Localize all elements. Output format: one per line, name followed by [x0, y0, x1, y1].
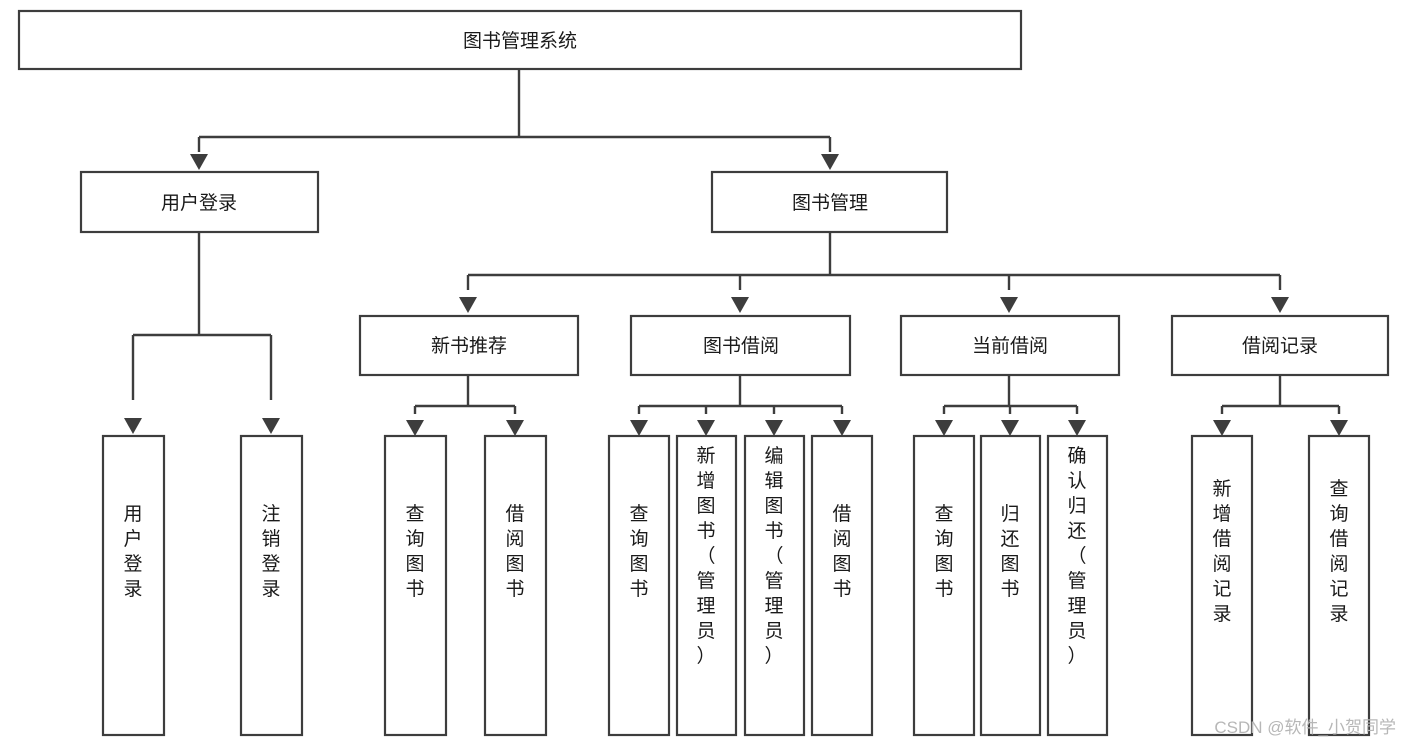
leaf-book-borrow-1-box[interactable]: [607, 434, 671, 737]
leaf-current-borrow-1[interactable]: 查询图书: [912, 434, 976, 737]
arrow-newbook-leaf-1: [406, 420, 424, 436]
leaf-current-borrow-3-box[interactable]: [1046, 434, 1109, 737]
arrow-root-to-user-login: [190, 154, 208, 170]
node-new-book-recommend-label: 新书推荐: [431, 335, 507, 357]
leaf-current-borrow-2-label: 归还图书: [1000, 503, 1019, 600]
arrow-record-leaf-2: [1330, 420, 1348, 436]
node-user-login[interactable]: 用户登录: [79, 170, 320, 234]
node-book-management-label: 图书管理: [792, 192, 868, 214]
leaf-book-borrow-1[interactable]: 查询图书: [607, 434, 671, 737]
node-book-management-box[interactable]: [710, 170, 949, 234]
arrow-root-to-book-mgmt: [821, 154, 839, 170]
leaf-user-login-1-box[interactable]: [101, 434, 166, 737]
leaf-user-login-2-label: 注销登录: [261, 503, 280, 600]
leaf-book-borrow-4[interactable]: 借阅图书: [810, 434, 874, 737]
leaf-current-borrow-2-box[interactable]: [979, 434, 1042, 737]
node-root-box[interactable]: [17, 9, 1023, 71]
node-root-label: 图书管理系统: [463, 30, 577, 52]
leaf-book-borrow-4-label: 借阅图书: [832, 503, 851, 600]
arrow-current-leaf-2: [1001, 420, 1019, 436]
arrow-current-leaf-3: [1068, 420, 1086, 436]
leaf-book-borrow-2-label: 新增图书（管理员）: [696, 445, 715, 667]
leaf-current-borrow-1-label: 查询图书: [934, 503, 953, 600]
node-new-book-recommend[interactable]: 新书推荐: [358, 314, 580, 377]
leaf-book-borrow-3-box[interactable]: [743, 434, 806, 737]
arrow-borrow-leaf-4: [833, 420, 851, 436]
leaf-current-borrow-3-label: 确认归还（管理员）: [1067, 445, 1086, 667]
arrow-bookmgmt-to-newbook: [459, 297, 477, 313]
leaf-new-book-2-label: 借阅图书: [505, 503, 524, 600]
leaf-borrow-record-1-box[interactable]: [1190, 434, 1254, 737]
leaf-current-borrow-2[interactable]: 归还图书: [979, 434, 1042, 737]
leaf-book-borrow-2[interactable]: 新增图书（管理员）: [675, 434, 738, 737]
leaf-book-borrow-3[interactable]: 编辑图书（管理员）: [743, 434, 806, 737]
node-borrow-record-label: 借阅记录: [1242, 335, 1318, 357]
node-root[interactable]: 图书管理系统: [17, 9, 1023, 71]
arrow-bookmgmt-to-borrow: [731, 297, 749, 313]
leaf-user-login-2[interactable]: 注销登录: [239, 434, 304, 737]
leaf-current-borrow-3[interactable]: 确认归还（管理员）: [1046, 434, 1109, 737]
leaf-borrow-record-1[interactable]: 新增借阅记录: [1190, 434, 1254, 737]
leaf-new-book-1[interactable]: 查询图书: [383, 434, 448, 737]
arrow-userlogin-leaf-1: [124, 418, 142, 434]
arrow-current-leaf-1: [935, 420, 953, 436]
node-user-login-box[interactable]: [79, 170, 320, 234]
leaf-user-login-1[interactable]: 用户登录: [101, 434, 166, 737]
leaf-new-book-1-box[interactable]: [383, 434, 448, 737]
arrow-bookmgmt-to-record: [1271, 297, 1289, 313]
leaf-new-book-1-label: 查询图书: [405, 503, 424, 600]
arrow-bookmgmt-to-current: [1000, 297, 1018, 313]
node-current-borrow-label: 当前借阅: [972, 335, 1048, 357]
leaf-new-book-2-box[interactable]: [483, 434, 548, 737]
leaf-book-borrow-1-label: 查询图书: [629, 503, 648, 600]
node-borrow-record-box[interactable]: [1170, 314, 1390, 377]
node-current-borrow-box[interactable]: [899, 314, 1121, 377]
leaf-current-borrow-1-box[interactable]: [912, 434, 976, 737]
arrow-newbook-leaf-2: [506, 420, 524, 436]
node-borrow-record[interactable]: 借阅记录: [1170, 314, 1390, 377]
arrow-borrow-leaf-1: [630, 420, 648, 436]
arrow-borrow-leaf-2: [697, 420, 715, 436]
node-user-login-label: 用户登录: [161, 192, 237, 214]
leaf-borrow-record-2[interactable]: 查询借阅记录: [1307, 434, 1371, 737]
csdn-watermark: CSDN @软件_小贺同学: [1214, 718, 1396, 737]
arrow-record-leaf-1: [1213, 420, 1231, 436]
leaf-user-login-1-label: 用户登录: [123, 504, 142, 600]
node-book-borrow[interactable]: 图书借阅: [629, 314, 852, 377]
leaf-book-borrow-3-label: 编辑图书（管理员）: [764, 445, 783, 667]
leaf-borrow-record-2-box[interactable]: [1307, 434, 1371, 737]
arrow-userlogin-leaf-2: [262, 418, 280, 434]
node-book-management[interactable]: 图书管理: [710, 170, 949, 234]
node-book-borrow-box[interactable]: [629, 314, 852, 377]
leaf-new-book-2[interactable]: 借阅图书: [483, 434, 548, 737]
leaf-borrow-record-2-label: 查询借阅记录: [1329, 478, 1348, 625]
node-new-book-recommend-box[interactable]: [358, 314, 580, 377]
connector-layer: [124, 69, 1348, 436]
leaf-user-login-2-box[interactable]: [239, 434, 304, 737]
node-book-borrow-label: 图书借阅: [703, 335, 779, 357]
leaf-book-borrow-2-box[interactable]: [675, 434, 738, 737]
node-current-borrow[interactable]: 当前借阅: [899, 314, 1121, 377]
arrow-borrow-leaf-3: [765, 420, 783, 436]
leaf-borrow-record-1-label: 新增借阅记录: [1212, 478, 1231, 625]
leaf-book-borrow-4-box[interactable]: [810, 434, 874, 737]
